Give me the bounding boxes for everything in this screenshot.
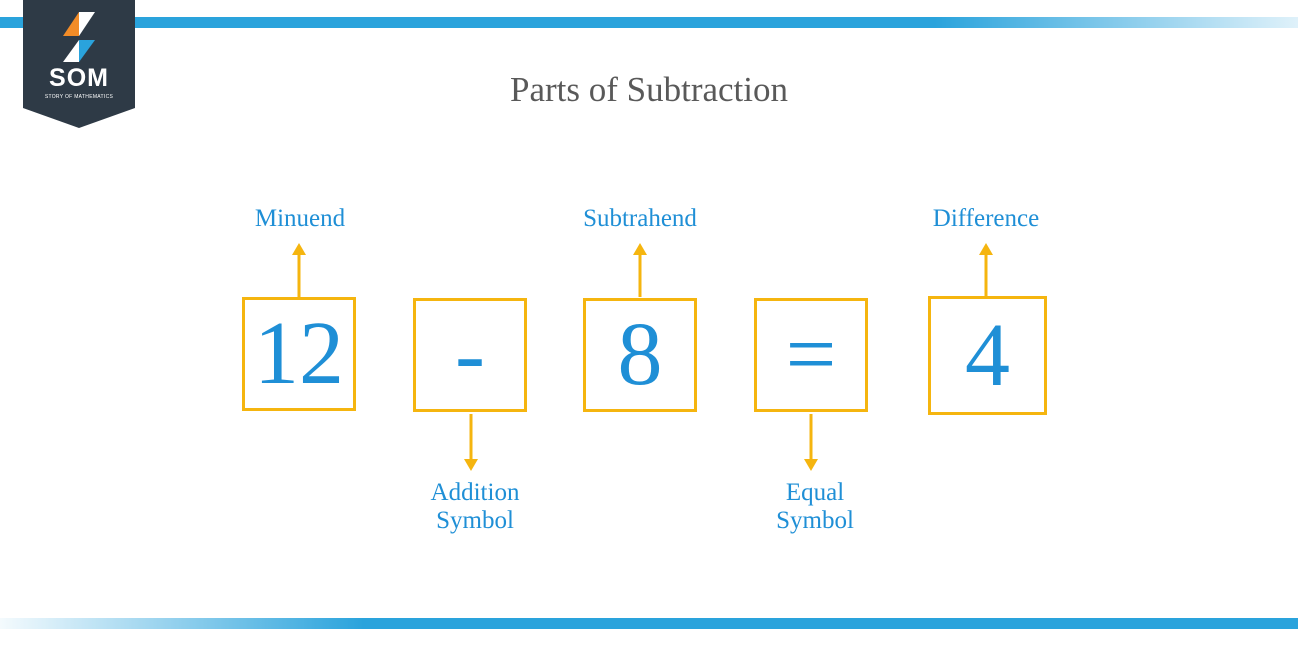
logo-text: SOM [49,64,109,92]
operator-value: - [455,305,485,404]
addition-label-line2: Symbol [436,507,514,534]
logo-subtitle: STORY OF MATHEMATICS [44,94,114,100]
equal-label-line1: Equal [785,479,845,506]
arrow-down-equals [804,414,818,471]
equal-label-line2: Symbol [776,507,854,534]
addition-symbol-label: Addition Symbol [405,479,545,535]
difference-value: 4 [965,305,1010,405]
arrow-down-operator [464,414,478,471]
difference-box: 4 [928,296,1047,415]
equals-value: = [785,305,837,404]
minuend-box: 12 [242,297,356,411]
bottom-accent-band [0,618,1298,629]
minuend-value: 12 [254,304,344,403]
operator-box: - [413,298,527,412]
addition-label-line1: Addition [430,479,520,506]
som-logo [23,0,135,128]
arrow-up-minuend [292,243,306,297]
arrow-up-difference [979,243,993,296]
subtrahend-box: 8 [583,298,697,412]
subtrahend-label: Subtrahend [583,205,697,232]
page-title: Parts of Subtraction [509,70,789,109]
equal-symbol-label: Equal Symbol [745,479,885,535]
top-accent-band [0,17,1298,28]
subtrahend-value: 8 [617,305,663,404]
equals-box: = [754,298,868,412]
minuend-label: Minuend [254,205,346,232]
difference-label: Difference [932,205,1040,232]
logo-mark-icon [63,12,95,62]
arrow-up-subtrahend [633,243,647,297]
